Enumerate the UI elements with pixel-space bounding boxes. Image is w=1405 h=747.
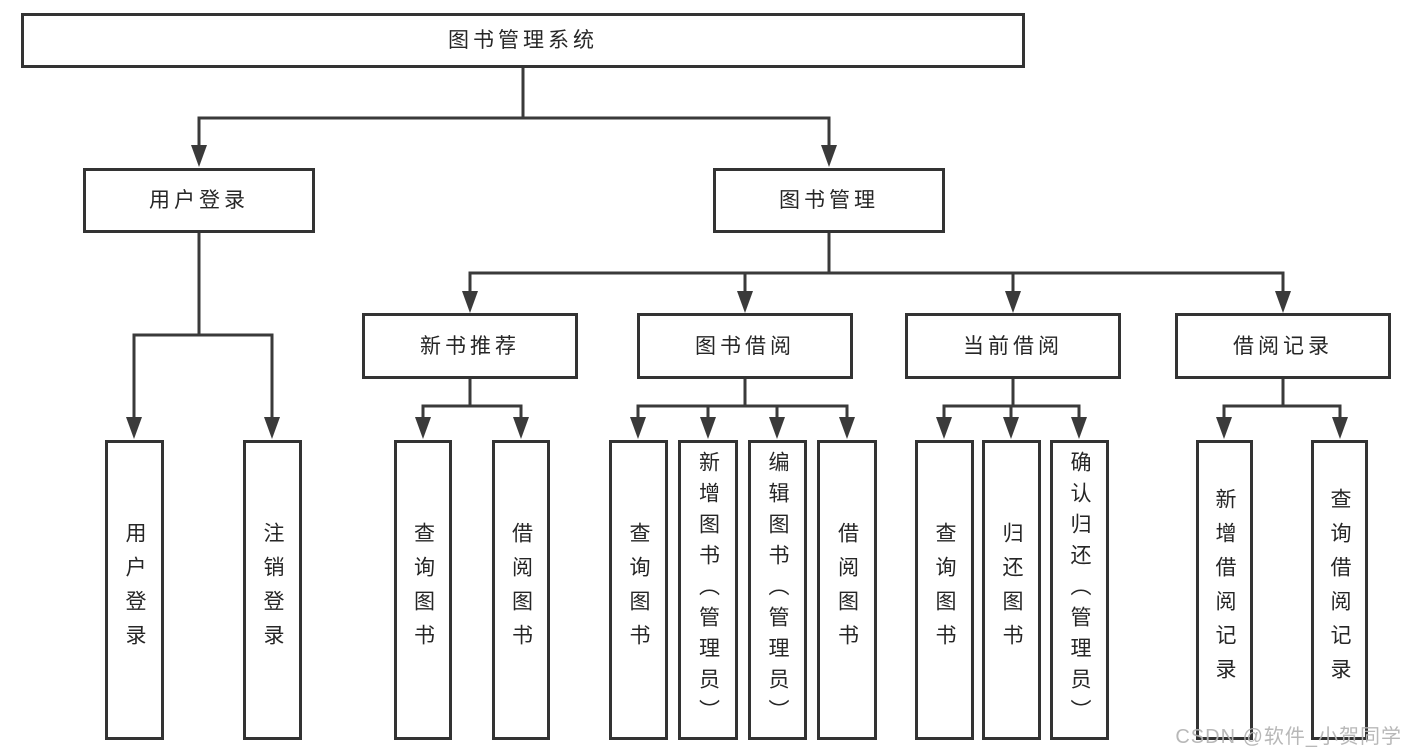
- leaf-query-books-borrow: 查询图书: [609, 440, 668, 740]
- node-borrowing-records: 借阅记录: [1175, 313, 1391, 379]
- connector-newbooks-to-leaves: [421, 379, 523, 420]
- node-user-login: 用户登录: [83, 168, 315, 233]
- csdn-watermark: CSDN @软件_小贺同学: [1175, 726, 1402, 747]
- node-new-book-recommend-label: 新书推荐: [420, 334, 520, 358]
- node-user-login-label: 用户登录: [149, 189, 249, 212]
- node-book-management-label: 图书管理: [779, 189, 879, 212]
- node-book-borrowing: 图书借阅: [637, 313, 853, 379]
- node-borrowing-records-label: 借阅记录: [1233, 334, 1333, 358]
- leaf-query-borrow-record: 查询借阅记录: [1311, 440, 1368, 740]
- node-current-borrowing: 当前借阅: [905, 313, 1121, 379]
- leaf-add-book-admin: 新增图书（管理员）: [678, 440, 738, 740]
- leaf-confirm-return-admin: 确认归还（管理员）: [1050, 440, 1109, 740]
- connector-bookborrow-to-leaves: [636, 379, 849, 420]
- leaf-return-books: 归还图书: [982, 440, 1041, 740]
- leaf-edit-book-admin: 编辑图书（管理员）: [748, 440, 807, 740]
- node-root-system: 图书管理系统: [21, 13, 1025, 68]
- node-new-book-recommend: 新书推荐: [362, 313, 578, 379]
- node-book-borrowing-label: 图书借阅: [695, 334, 795, 358]
- connector-bookmgmt-to-level3: [468, 233, 1285, 294]
- connector-records-to-leaves: [1222, 379, 1342, 420]
- arrowheads: [126, 145, 1348, 439]
- node-book-management: 图书管理: [713, 168, 945, 233]
- leaf-user-login: 用户登录: [105, 440, 164, 740]
- node-root-system-label: 图书管理系统: [448, 29, 598, 52]
- connector-root-to-level2: [197, 68, 831, 148]
- node-current-borrowing-label: 当前借阅: [963, 334, 1063, 358]
- leaf-query-books-current: 查询图书: [915, 440, 974, 740]
- connector-currentborrow-to-leaves: [942, 379, 1081, 420]
- connector-userlogin-to-leaves: [132, 233, 274, 420]
- leaf-borrow-books-recommend: 借阅图书: [492, 440, 550, 740]
- leaf-query-books-recommend: 查询图书: [394, 440, 452, 740]
- leaf-add-borrow-record: 新增借阅记录: [1196, 440, 1253, 740]
- leaf-logout: 注销登录: [243, 440, 302, 740]
- leaf-borrow-books-borrow: 借阅图书: [817, 440, 877, 740]
